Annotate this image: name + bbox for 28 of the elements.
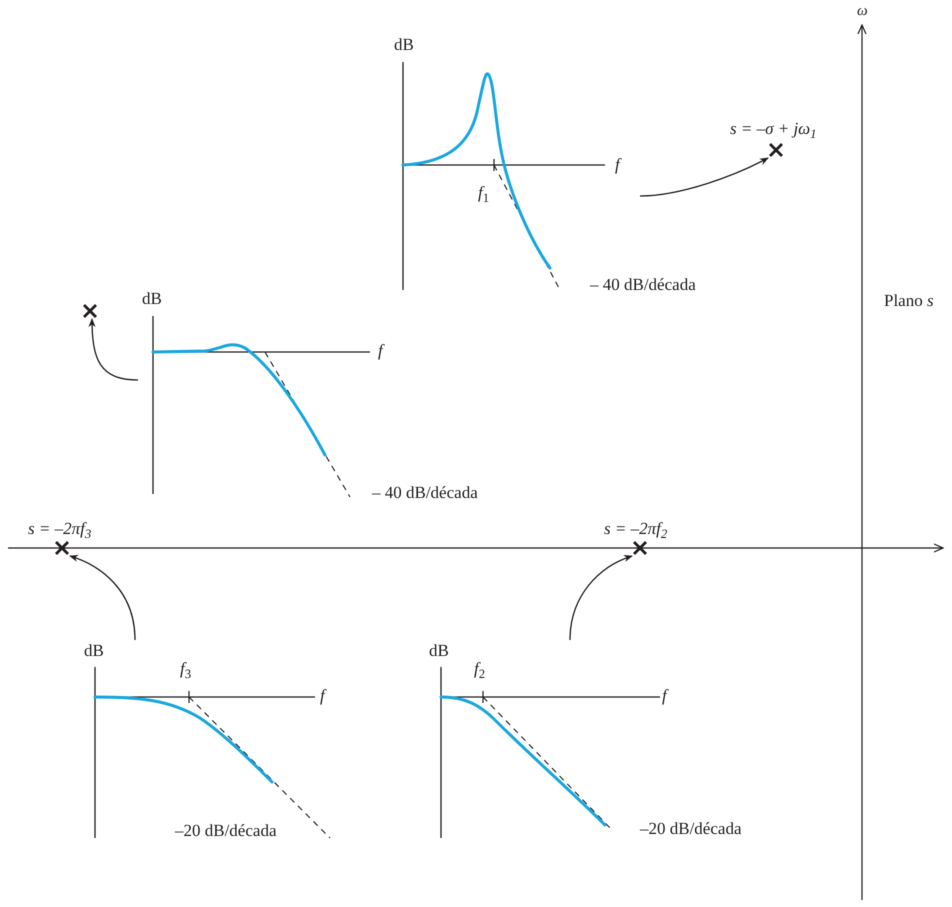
axis-label: f <box>662 687 667 704</box>
tick-label: f$_{3}$ <box>180 660 192 677</box>
axis-label: dB <box>84 642 104 659</box>
axis-label: dB <box>142 290 162 307</box>
curved-arrow <box>69 555 136 640</box>
slope-label: –20 dB/década <box>175 822 276 839</box>
pole-label: s = –σ + jω$_{1}$ <box>730 120 817 137</box>
slope-label: – 40 dB/década <box>590 276 696 293</box>
pole-marker-icon <box>632 540 648 556</box>
tick-label: f$_{2}$ <box>474 660 486 677</box>
pole-label: s = –2πf$_{2}$ <box>604 520 668 537</box>
axis-label: ω <box>857 4 868 19</box>
axis-label: dB <box>429 642 449 659</box>
curved-arrow <box>569 555 633 640</box>
pole-marker-icon <box>54 540 70 556</box>
curved-arrow <box>88 318 138 381</box>
curved-arrow <box>640 157 769 197</box>
tick-label: f$_{1}$ <box>478 184 490 201</box>
axis-label: dB <box>394 36 414 53</box>
axis-label: f <box>320 687 325 704</box>
axis-label: f <box>615 156 620 173</box>
plane-label: Plano s <box>884 292 934 309</box>
axis-label: f <box>378 342 383 359</box>
pole-label: s = –2πf$_{3}$ <box>28 520 92 537</box>
pole-marker-icon <box>768 142 784 158</box>
slope-label: –20 dB/década <box>640 820 742 837</box>
slope-label: – 40 dB/década <box>372 484 478 501</box>
pole-marker-icon <box>82 303 98 319</box>
